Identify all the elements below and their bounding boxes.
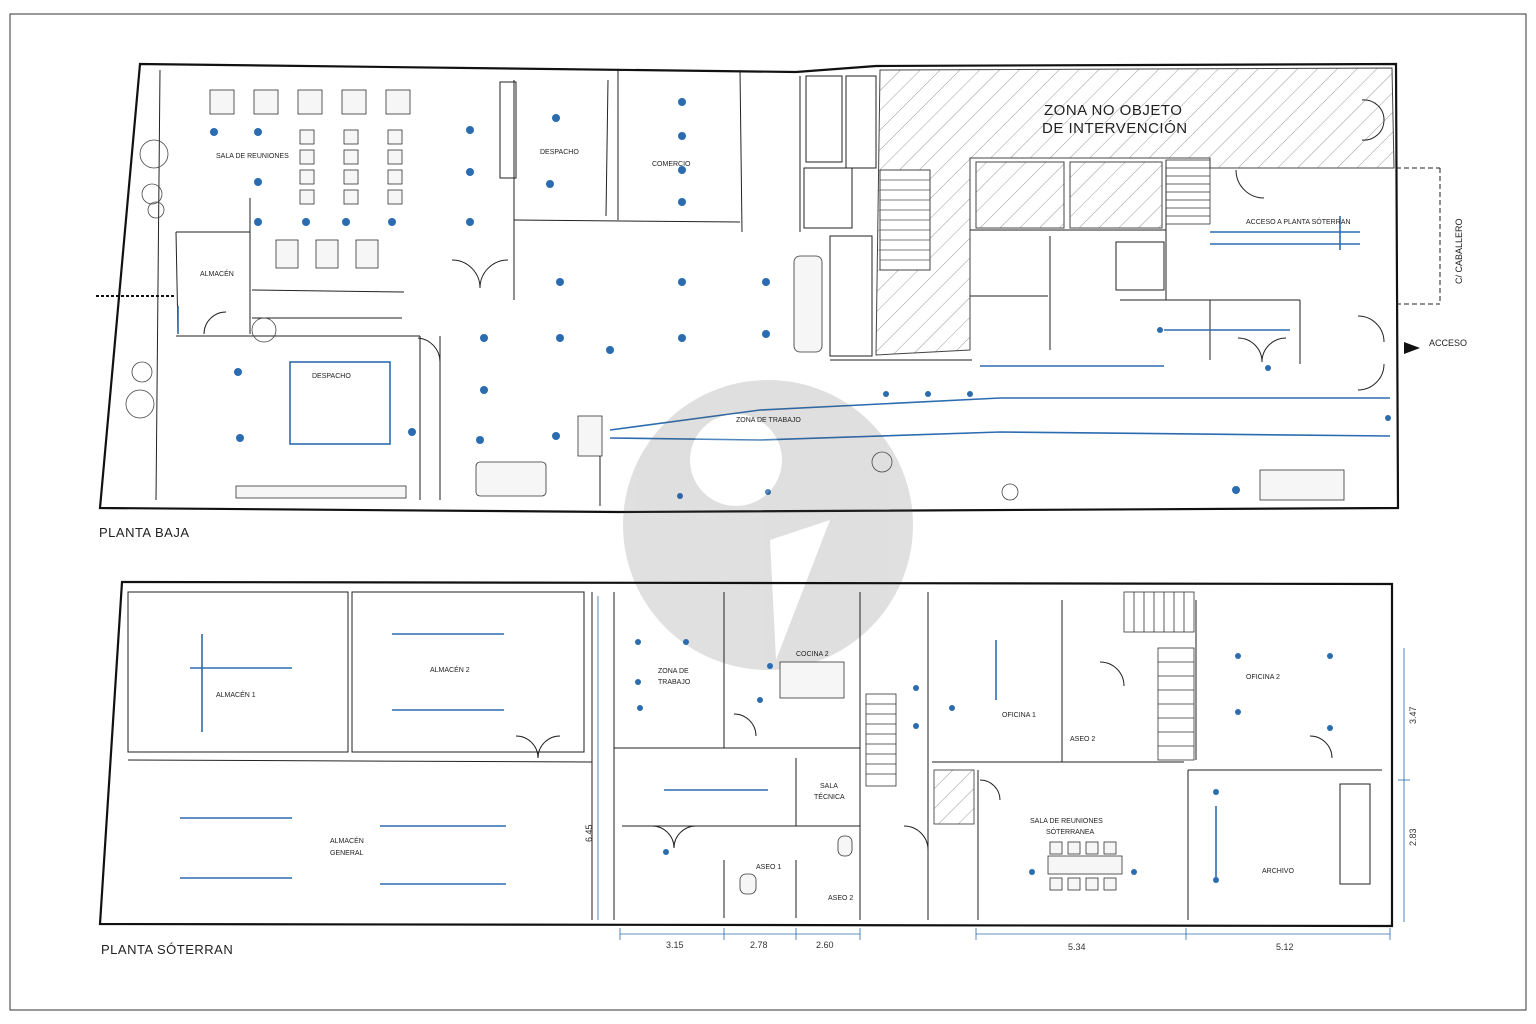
plant-icons <box>125 139 1019 501</box>
ground-floor-title: PLANTA BAJA <box>99 525 190 540</box>
room-cocina: COCINA 2 <box>796 651 829 658</box>
excluded-zone-label-1: ZONA NO OBJETO <box>1044 102 1182 119</box>
dimension-5-34: 5.34 <box>1068 942 1086 952</box>
room-zona-trabajo-1: ZONA DE <box>658 668 689 675</box>
room-almacen-general-1: ALMACÉN <box>330 836 364 845</box>
entrance-arrow-icon <box>1404 342 1420 354</box>
room-sala-tecnica-1: SALA <box>820 783 838 790</box>
basement-title: PLANTA SÓTERRAN <box>101 942 233 957</box>
room-acceso-planta: ACCESO A PLANTA SÓTERRAN <box>1246 217 1351 226</box>
street-label: C/ CABALLERO <box>1454 218 1464 284</box>
room-archivo: ARCHIVO <box>1262 868 1294 875</box>
room-almacen-1: ALMACÉN 1 <box>216 690 256 699</box>
entrance-label: ACCESO <box>1429 338 1467 348</box>
room-almacen: ALMACÉN <box>200 269 234 278</box>
ground-floor-plan: ZONA NO OBJETO DE INTERVENCIÓN <box>96 62 1467 670</box>
room-sala-reuniones-1: SALA DE REUNIONES <box>1030 818 1103 825</box>
room-sala-tecnica-2: TÉCNICA <box>814 792 845 801</box>
room-zona-trabajo-2: TRABAJO <box>658 679 691 686</box>
room-aseo-2-right: ASEO 2 <box>1070 736 1095 743</box>
room-zona-trabajo: ZONA DE TRABAJO <box>736 417 801 424</box>
room-despacho-2: DESPACHO <box>540 149 579 156</box>
dimension-3-47: 3.47 <box>1408 706 1418 724</box>
excluded-zone: ZONA NO OBJETO DE INTERVENCIÓN <box>875 67 1395 356</box>
room-despacho: DESPACHO <box>312 373 351 380</box>
ceiling-lights <box>210 98 1391 499</box>
dimension-5-12: 5.12 <box>1276 942 1294 952</box>
room-aseo-2-left: ASEO 2 <box>828 895 853 902</box>
room-sala-reuniones-2: SÓTERRANEA <box>1046 827 1095 836</box>
dimension-2-60: 2.60 <box>816 940 834 950</box>
dimension-3-15: 3.15 <box>666 940 684 950</box>
dimension-6-45: 6.45 <box>584 824 594 842</box>
room-sala-reuniones: SALA DE REUNIONES <box>216 153 289 160</box>
room-oficina-2: OFICINA 2 <box>1246 674 1280 681</box>
dimension-2-83: 2.83 <box>1408 828 1418 846</box>
room-almacen-general-2: GENERAL <box>330 850 364 857</box>
room-aseo-1: ASEO 1 <box>756 864 781 871</box>
watermark-logo <box>623 380 913 670</box>
room-comercio: COMERCIO <box>652 161 691 168</box>
basement-plan: ALMACÉN 1 ALMACÉN 2 ALMACÉN GENERAL ZONA… <box>98 580 1418 957</box>
room-oficina-1: OFICINA 1 <box>1002 712 1036 719</box>
excluded-zone-label-2: DE INTERVENCIÓN <box>1042 120 1188 137</box>
room-almacen-2: ALMACÉN 2 <box>430 665 470 674</box>
dimension-2-78: 2.78 <box>750 940 768 950</box>
